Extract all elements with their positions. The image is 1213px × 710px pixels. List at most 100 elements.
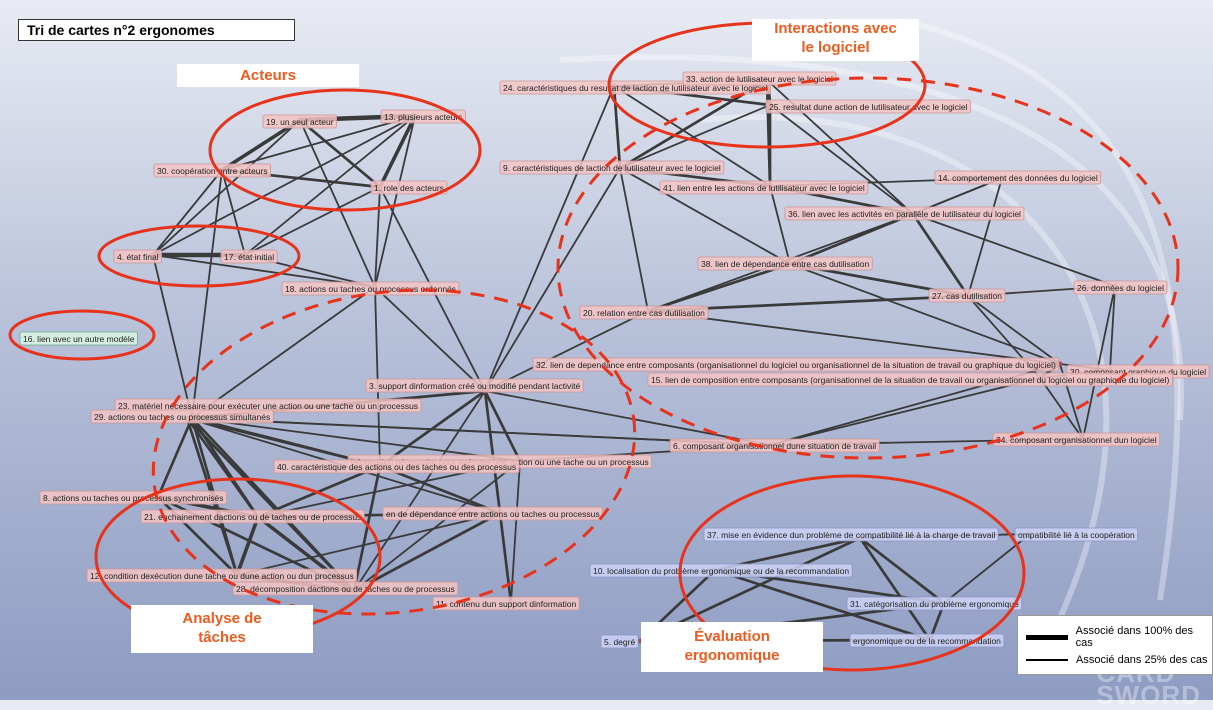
- node-label-n37b: ompatibilité lié à la coopération: [1018, 530, 1135, 540]
- node-n31[interactable]: 31. catégorisation du problème ergonomiq…: [846, 596, 1023, 611]
- node-n20[interactable]: 20. relation entre cas dutilisation: [579, 305, 709, 320]
- node-label-n3: 3. support dinformation créé ou modifié …: [369, 381, 580, 391]
- node-label-n18: 18. actions ou taches ou processus ordon…: [285, 284, 456, 294]
- node-n26[interactable]: 26. données du logiciel: [1073, 280, 1168, 295]
- node-label-n5: 5. degré: [604, 637, 635, 647]
- edge-n25-n36: [769, 104, 914, 215]
- node-box-n37b: [1014, 527, 1139, 542]
- node-label-n29: 29. actions ou taches ou processus simul…: [94, 412, 270, 422]
- node-label-n14: 14. comportement des données du logiciel: [938, 173, 1098, 183]
- node-label-n13: 13. plusieurs acteurs: [384, 112, 462, 122]
- node-box-n41: [659, 180, 869, 195]
- edge-n22-n28: [353, 460, 521, 592]
- edge-n37-n31: [858, 536, 946, 605]
- node-box-n29: [90, 409, 274, 424]
- node-n11[interactable]: 11. contenu dun support dinformation: [432, 596, 580, 611]
- node-box-n32: [532, 357, 1060, 372]
- node-box-n20: [579, 305, 709, 320]
- edge-n35-n28: [352, 511, 502, 593]
- edge-n6-n15: [769, 377, 1041, 446]
- node-n8[interactable]: 8. actions ou taches ou processus synchr…: [39, 490, 227, 505]
- edge-n29-n21: [185, 416, 260, 519]
- edge-n21-n12: [235, 515, 260, 577]
- watermark-line2: SWORD: [1096, 680, 1201, 710]
- edge-n36-n26: [912, 213, 1116, 287]
- group-label-interactions: Interactions avec le logiciel: [752, 19, 919, 61]
- node-n10[interactable]: 10. localisation du problème ergonomique…: [589, 563, 853, 578]
- node-n37b[interactable]: ompatibilité lié à la coopération: [1014, 527, 1139, 542]
- group-label-acteurs-text: Acteurs: [240, 67, 296, 84]
- node-n5[interactable]: 5. degré: [600, 634, 639, 649]
- node-n25[interactable]: 25. resultat dune action de lutilisateur…: [765, 99, 971, 114]
- edge-n41-n38: [769, 185, 791, 265]
- node-labels-layer: 19. un seul acteur 13. plusieurs acteurs 3…: [19, 71, 1210, 649]
- node-n39[interactable]: ergonomique ou de la recommandation: [849, 633, 1005, 648]
- node-n40[interactable]: 40. caractéristique des actions ou des t…: [273, 459, 520, 474]
- evaluation-ellipse: [678, 474, 1026, 672]
- node-box-n39: [849, 633, 1005, 648]
- node-box-n31: [846, 596, 1023, 611]
- node-label-n34: 34. composant organisationnel dun logici…: [996, 435, 1157, 445]
- lien-modele-ellipse: [8, 309, 156, 361]
- node-n4[interactable]: 4. état final: [113, 249, 162, 264]
- node-n34[interactable]: 34. composant organisationnel dun logici…: [992, 432, 1161, 447]
- node-n29[interactable]: 29. actions ou taches ou processus simul…: [90, 409, 274, 424]
- node-box-n14: [934, 170, 1102, 185]
- legend-text-strong: Associé dans 100% des cas: [1075, 625, 1194, 649]
- node-n28[interactable]: 28. décomposition dactions ou de taches …: [232, 581, 459, 596]
- node-label-n41: 41. lien entre les actions de lutilisate…: [663, 183, 865, 193]
- node-n15[interactable]: 15. lien de composition entre composants…: [647, 372, 1173, 387]
- node-box-n6: [669, 438, 880, 453]
- edge-n25-n9: [619, 104, 771, 169]
- edge-n3-n6: [484, 390, 771, 446]
- node-n16[interactable]: 16. lien avec un autre modèle: [19, 331, 138, 346]
- edge-n9-n20: [619, 167, 649, 312]
- edge-n38-n32: [789, 263, 1061, 365]
- node-n21[interactable]: 21. enchainement dactions ou de taches o…: [140, 509, 365, 524]
- edge-n40-n28: [352, 464, 382, 593]
- node-n6[interactable]: 6. composant organisationnel dune situat…: [669, 438, 880, 453]
- node-box-n1: [370, 180, 448, 195]
- edge-n19-n1: [298, 118, 382, 189]
- node-n35[interactable]: en de dépendance entre actions ou taches…: [382, 506, 604, 521]
- node-label-n26: 26. données du logiciel: [1077, 283, 1164, 293]
- node-n38[interactable]: 38. lien de dépendance entre cas dutilis…: [697, 256, 873, 271]
- edge-n20-n32: [647, 310, 1061, 365]
- legend-row-weak: Associé dans 25% des cas: [1026, 654, 1207, 666]
- node-box-n21: [140, 509, 365, 524]
- node-label-n12: 12. condition dexécution dune tache ou d…: [90, 571, 354, 581]
- node-n12[interactable]: 12. condition dexécution dune tache ou d…: [86, 568, 358, 583]
- node-n17[interactable]: 17. état initial: [220, 249, 278, 264]
- node-n37[interactable]: 37. mise en évidence dun problème de com…: [703, 527, 999, 542]
- node-box-n15: [647, 372, 1173, 387]
- legend: Associé dans 100% des cas Associé dans 2…: [1017, 615, 1213, 675]
- node-box-n4: [113, 249, 162, 264]
- edge-n19-n18: [299, 119, 376, 288]
- legend-row-strong: Associé dans 100% des cas: [1026, 625, 1212, 649]
- node-n30[interactable]: 30. coopération entre acteurs: [153, 163, 271, 178]
- group-label-interactions-line1: Interactions avec: [774, 20, 897, 37]
- node-n36[interactable]: 36. lien avec les activités en parallèle…: [784, 206, 1025, 221]
- node-n1[interactable]: 1. role des acteurs: [370, 180, 448, 195]
- group-label-interactions-line2: le logiciel: [801, 39, 870, 56]
- node-label-n36: 36. lien avec les activités en parallèle…: [788, 209, 1021, 219]
- node-n3[interactable]: 3. support dinformation créé ou modifié …: [365, 378, 584, 393]
- group-label-analyse: Analyse de tâches: [131, 605, 313, 653]
- node-n41[interactable]: 41. lien entre les actions de lutilisate…: [659, 180, 869, 195]
- edge-n30-n17: [221, 169, 246, 256]
- node-n18[interactable]: 18. actions ou taches ou processus ordon…: [281, 281, 460, 296]
- edge-n30-n4: [152, 169, 223, 256]
- edge-n11-n22: [510, 460, 521, 604]
- edge-n1-n18: [374, 186, 381, 288]
- node-n19[interactable]: 19. un seul acteur: [262, 114, 337, 129]
- node-n32[interactable]: 32. lien de dependance entre composants …: [532, 357, 1060, 372]
- node-box-n37: [703, 527, 999, 542]
- node-label-n21: 21. enchainement dactions ou de taches o…: [144, 512, 361, 522]
- node-n27[interactable]: 27. cas dutilisation: [928, 288, 1006, 303]
- node-n14[interactable]: 14. comportement des données du logiciel: [934, 170, 1102, 185]
- node-n13[interactable]: 13. plusieurs acteurs: [380, 109, 466, 124]
- node-box-n26: [1073, 280, 1168, 295]
- edge-n3-n22: [483, 389, 522, 463]
- edge-n4-n23: [152, 254, 193, 419]
- node-n33[interactable]: 33. action de lutilisateur avec le logic…: [682, 71, 837, 86]
